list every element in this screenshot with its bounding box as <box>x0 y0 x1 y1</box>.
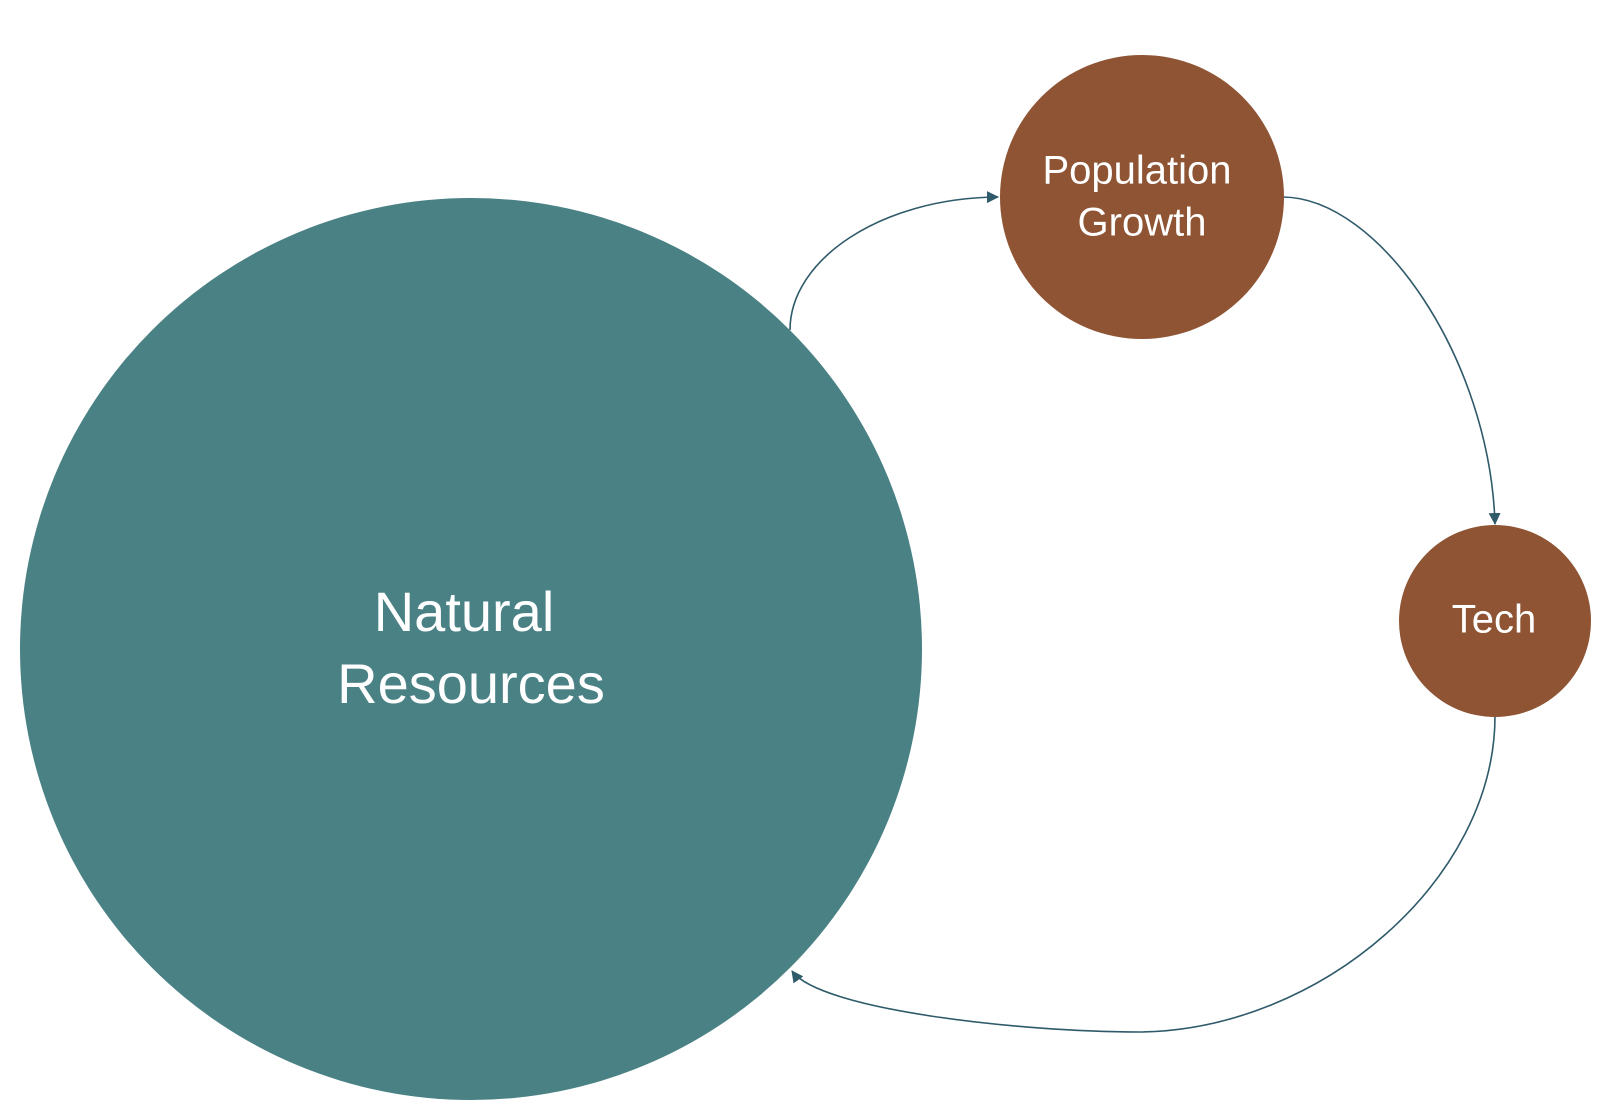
tech-circle <box>1399 525 1591 717</box>
population-growth-label-line1: Population <box>1042 149 1231 193</box>
connector-population-to-tech <box>1281 196 1501 525</box>
natural-resources-label-line2: Resources <box>337 652 605 715</box>
node-tech: Tech <box>1399 525 1591 717</box>
node-natural-resources: Natural Resources <box>20 198 922 1100</box>
population-growth-circle <box>1000 55 1284 339</box>
natural-resources-label-line1: Natural <box>374 580 555 643</box>
node-population-growth: Population Growth <box>1000 55 1284 339</box>
natural-resources-circle <box>20 198 922 1100</box>
population-growth-label-line2: Growth <box>1078 201 1207 245</box>
connector-resources-to-population <box>789 191 999 331</box>
tech-label: Tech <box>1452 598 1537 642</box>
connector-tech-to-resources <box>791 715 1496 1033</box>
